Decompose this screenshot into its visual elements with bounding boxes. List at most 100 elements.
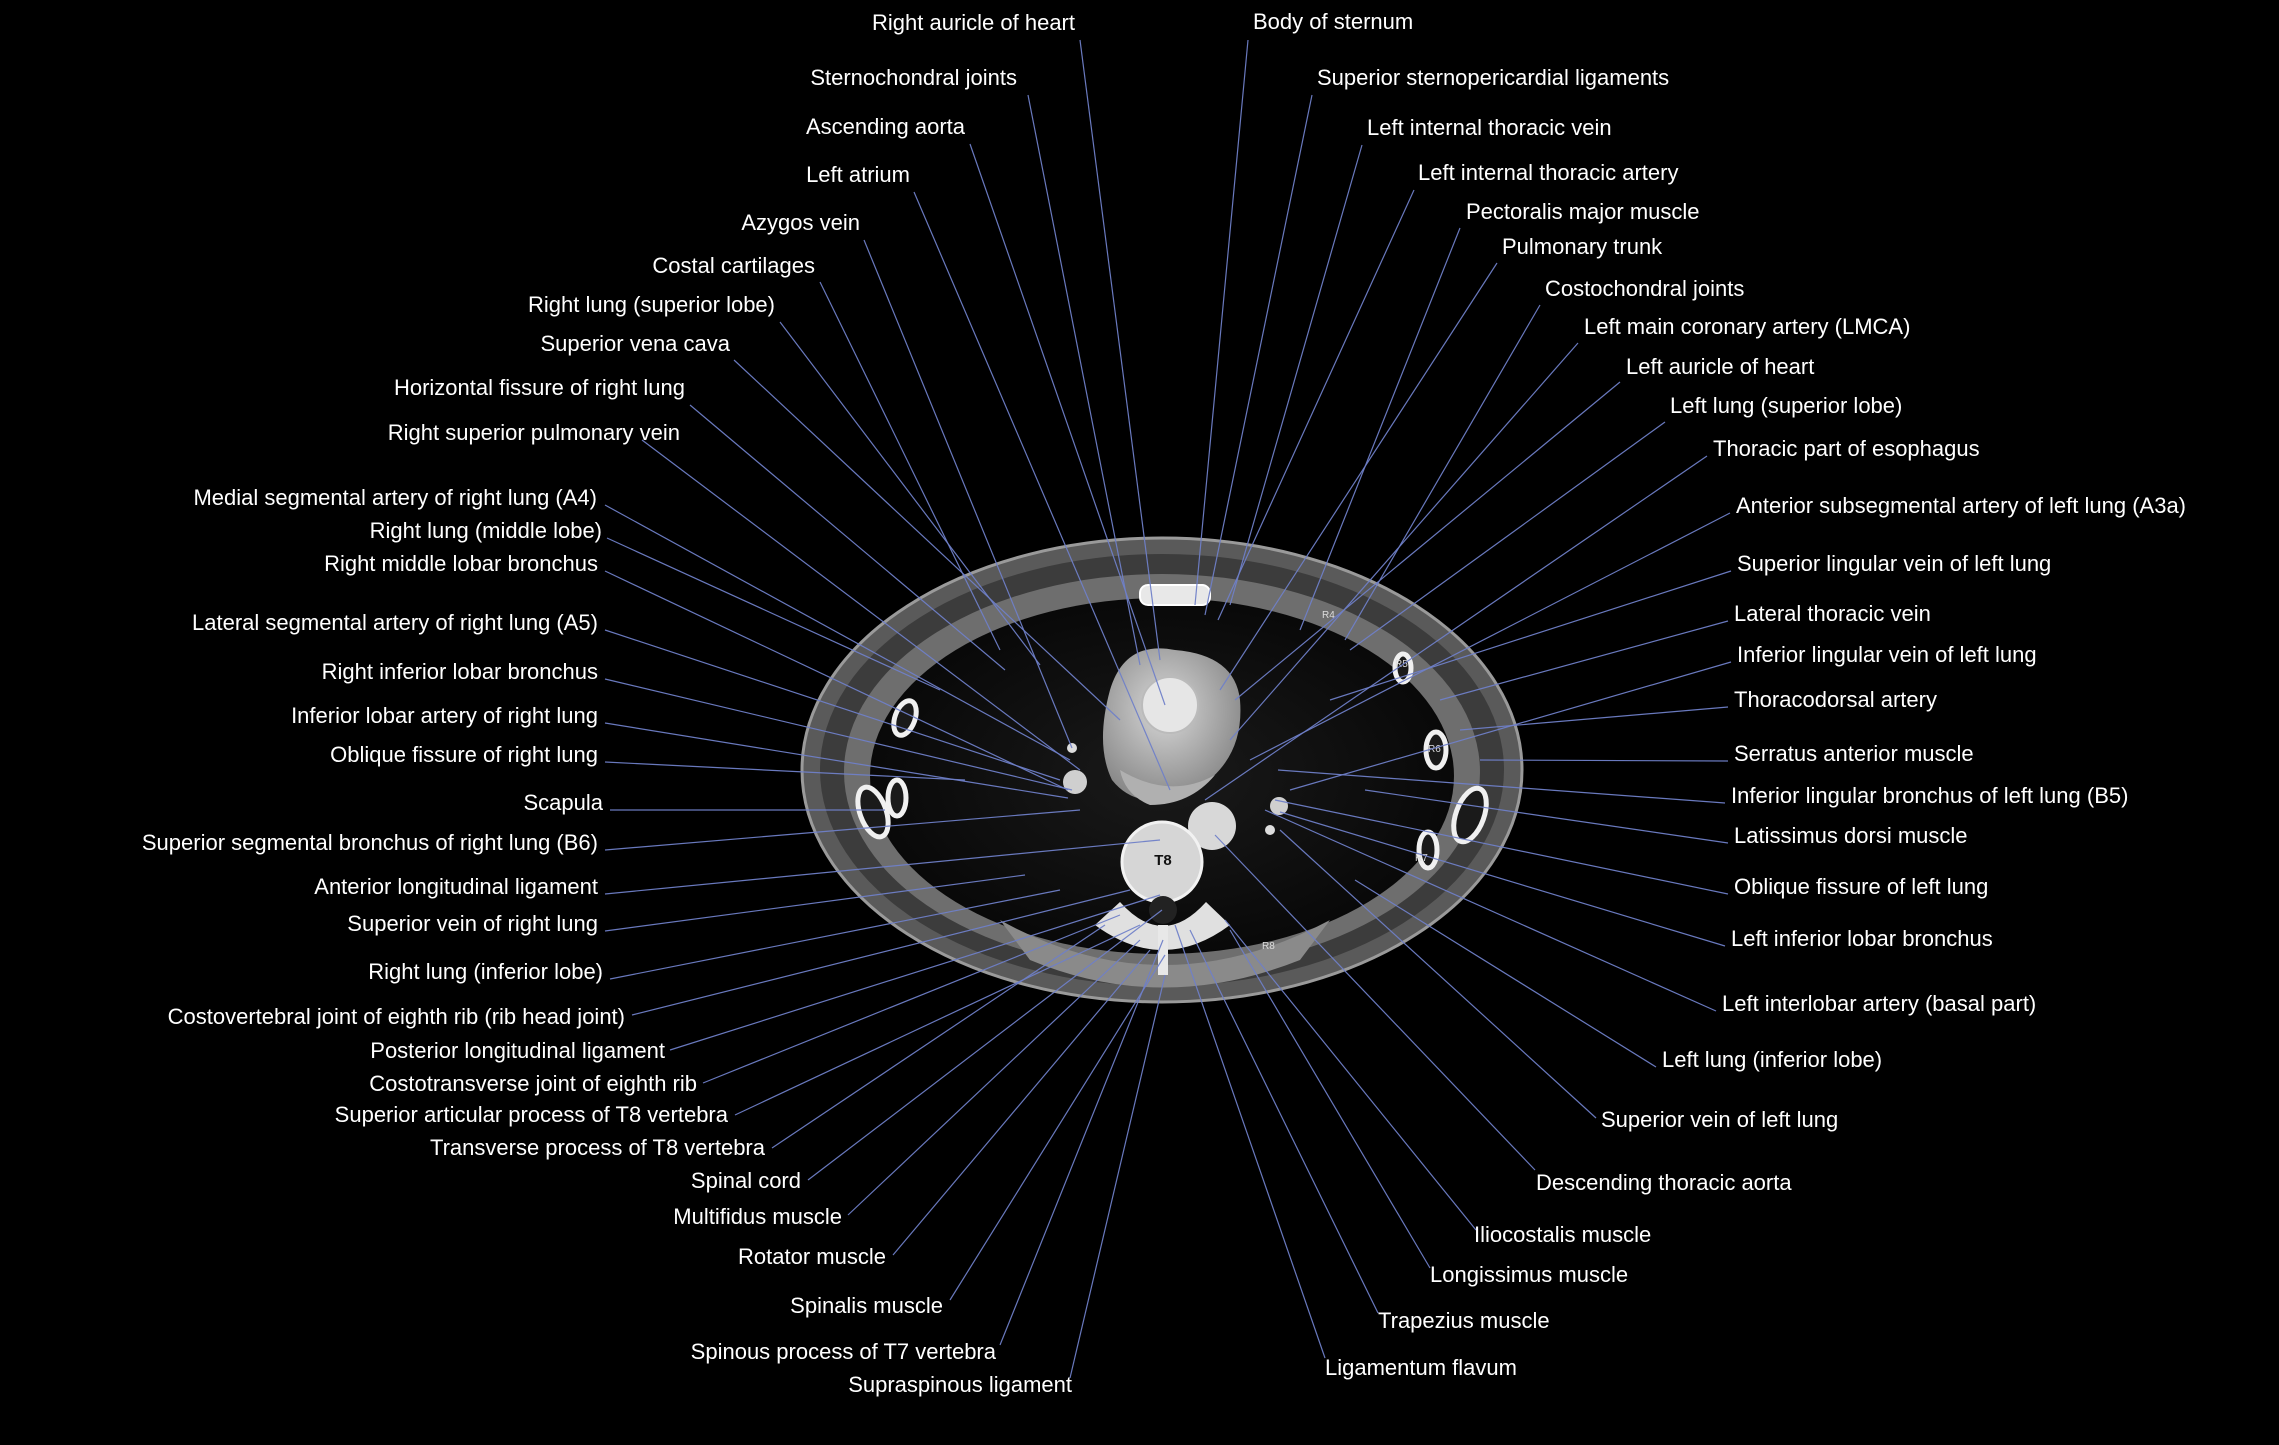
label-left-internal-thoracic-artery: Left internal thoracic artery [1418,160,1678,185]
leader-line-costochondral-joints [1344,304,1541,641]
label-superior-segmental-bronchus-of-right-lung-b6: Superior segmental bronchus of right lun… [142,830,598,855]
label-right-superior-pulmonary-vein: Right superior pulmonary vein [388,420,680,445]
leader-line-iliocostalis-muscle [1224,919,1477,1231]
label-inferior-lingular-bronchus-of-left-lung-b5: Inferior lingular bronchus of left lung … [1731,783,2128,808]
label-thoracodorsal-artery: Thoracodorsal artery [1734,687,1937,712]
leader-line-costotransverse-joint-of-eighth-rib [702,914,1121,1084]
leader-line-lateral-segmental-artery-of-right-lung-a5 [604,629,1061,781]
label-thoracic-part-of-esophagus: Thoracic part of esophagus [1713,436,1980,461]
left-atrium-shape [1120,770,1215,805]
ascending-aorta-shape [1141,676,1199,734]
label-ligamentum-flavum: Ligamentum flavum [1325,1355,1517,1380]
label-left-lung-superior-lobe: Left lung (superior lobe) [1670,393,1902,418]
leader-line-thoracic-part-of-esophagus [1204,455,1708,801]
leader-line-spinous-process-of-t7-vertebra [999,939,1164,1346]
leader-line-superior-sternopericardial-ligaments [1204,94,1313,616]
leader-line-costal-cartilages [819,281,1001,651]
rib-label-r7: R7 [1415,853,1428,864]
leader-line-lateral-thoracic-vein [1439,620,1729,701]
label-left-lung-inferior-lobe: Left lung (inferior lobe) [1662,1047,1882,1072]
leader-line-left-main-coronary-artery-lmca [1229,342,1579,741]
leader-line-right-lung-superior-lobe [779,321,1041,666]
leader-line-anterior-subsegmental-artery-of-left-lung-a3a [1249,512,1731,761]
spinal-canal [1149,896,1177,924]
leader-line-right-auricle-of-heart [1079,39,1161,661]
leader-line-transverse-process-of-t8-vertebra [771,924,1106,1149]
label-left-internal-thoracic-vein: Left internal thoracic vein [1367,115,1612,140]
leader-line-sternochondral-joints [1027,94,1141,666]
label-horizontal-fissure-of-right-lung: Horizontal fissure of right lung [394,375,685,400]
label-transverse-process-of-t8-vertebra: Transverse process of T8 vertebra [430,1135,766,1160]
label-superior-vein-of-right-lung: Superior vein of right lung [347,911,598,936]
rib-left-3 [1451,785,1489,845]
vertebra-label: T8 [1154,852,1172,869]
rib-label-r6: R6 [1428,744,1441,755]
label-superior-vein-of-left-lung: Superior vein of left lung [1601,1107,1838,1132]
label-right-middle-lobar-bronchus: Right middle lobar bronchus [324,551,598,576]
label-left-auricle-of-heart: Left auricle of heart [1626,354,1814,379]
leader-line-latissimus-dorsi-muscle [1364,789,1729,844]
leader-line-right-superior-pulmonary-vein [641,439,1081,771]
label-longissimus-muscle: Longissimus muscle [1430,1262,1628,1287]
leader-line-left-interlobar-artery-basal-part [1264,809,1717,1012]
leader-line-posterior-longitudinal-ligament [669,894,1161,1051]
rib-label-r5: R5 [1395,659,1408,670]
label-trapezius-muscle: Trapezius muscle [1378,1308,1550,1333]
label-supraspinous-ligament: Supraspinous ligament [848,1372,1072,1397]
leader-line-oblique-fissure-of-left-lung [1274,799,1729,895]
leader-line-inferior-lobar-artery-of-right-lung [604,722,1069,799]
label-ascending-aorta: Ascending aorta [806,114,966,139]
label-costochondral-joints: Costochondral joints [1545,276,1744,301]
label-iliocostalis-muscle: Iliocostalis muscle [1474,1222,1651,1247]
label-latissimus-dorsi-muscle: Latissimus dorsi muscle [1734,823,1968,848]
leader-line-azygos-vein [863,239,1073,749]
label-costal-cartilages: Costal cartilages [652,253,815,278]
descending-aorta-shape [1188,802,1236,850]
leader-line-left-inferior-lobar-bronchus [1279,811,1726,947]
leader-line-right-middle-lobar-bronchus [604,570,1069,791]
label-spinous-process-of-t7-vertebra: Spinous process of T7 vertebra [691,1339,997,1364]
label-left-main-coronary-artery-lmca: Left main coronary artery (LMCA) [1584,314,1910,339]
label-inferior-lingular-vein-of-left-lung: Inferior lingular vein of left lung [1737,642,2037,667]
label-pulmonary-trunk: Pulmonary trunk [1502,234,1663,259]
label-right-lung-middle-lobe: Right lung (middle lobe) [370,518,602,543]
leader-line-costovertebral-joint-of-eighth-rib-rib-head-joint [631,889,1131,1016]
label-multifidus-muscle: Multifidus muscle [673,1204,842,1229]
label-spinal-cord: Spinal cord [691,1168,801,1193]
right-hilar-vessel [1063,770,1087,794]
label-posterior-longitudinal-ligament: Posterior longitudinal ligament [370,1038,665,1063]
rib-label-r4: R4 [1322,610,1335,621]
label-anterior-subsegmental-artery-of-left-lung-a3a: Anterior subsegmental artery of left lun… [1736,493,2186,518]
leader-line-pulmonary-trunk [1219,262,1498,691]
leader-line-right-lung-inferior-lobe [609,889,1061,980]
label-lateral-segmental-artery-of-right-lung-a5: Lateral segmental artery of right lung (… [192,610,598,635]
leader-line-spinalis-muscle [949,954,1166,1301]
leader-line-left-atrium [913,191,1171,791]
leader-line-left-internal-thoracic-vein [1229,144,1363,606]
leader-line-ligamentum-flavum [1174,924,1326,1359]
leader-line-medial-segmental-artery-of-right-lung-a4 [604,504,1071,761]
leader-line-supraspinous-ligament [1069,974,1166,1379]
leader-line-superior-vena-cava [733,359,1121,721]
label-sternochondral-joints: Sternochondral joints [810,65,1017,90]
leader-line-left-lung-inferior-lobe [1354,879,1657,1068]
leader-line-trapezius-muscle [1189,929,1379,1314]
rib-label-r8: R8 [1262,941,1275,952]
label-oblique-fissure-of-left-lung: Oblique fissure of left lung [1734,874,1988,899]
left-small-vessel [1265,825,1275,835]
spinous-process [1158,925,1168,975]
label-right-lung-superior-lobe: Right lung (superior lobe) [528,292,775,317]
leader-line-anterior-longitudinal-ligament [604,839,1161,895]
leader-line-ascending-aorta [969,143,1166,706]
label-left-interlobar-artery-basal-part: Left interlobar artery (basal part) [1722,991,2036,1016]
rib-right-3 [885,777,909,819]
label-right-lung-inferior-lobe: Right lung (inferior lobe) [368,959,603,984]
leader-line-descending-thoracic-aorta [1214,834,1536,1171]
leader-line-spinal-cord [807,909,1163,1181]
label-left-inferior-lobar-bronchus: Left inferior lobar bronchus [1731,926,1993,951]
leader-line-left-lung-superior-lobe [1349,421,1666,651]
leader-line-superior-vein-of-right-lung [604,874,1026,932]
label-spinalis-muscle: Spinalis muscle [790,1293,943,1318]
